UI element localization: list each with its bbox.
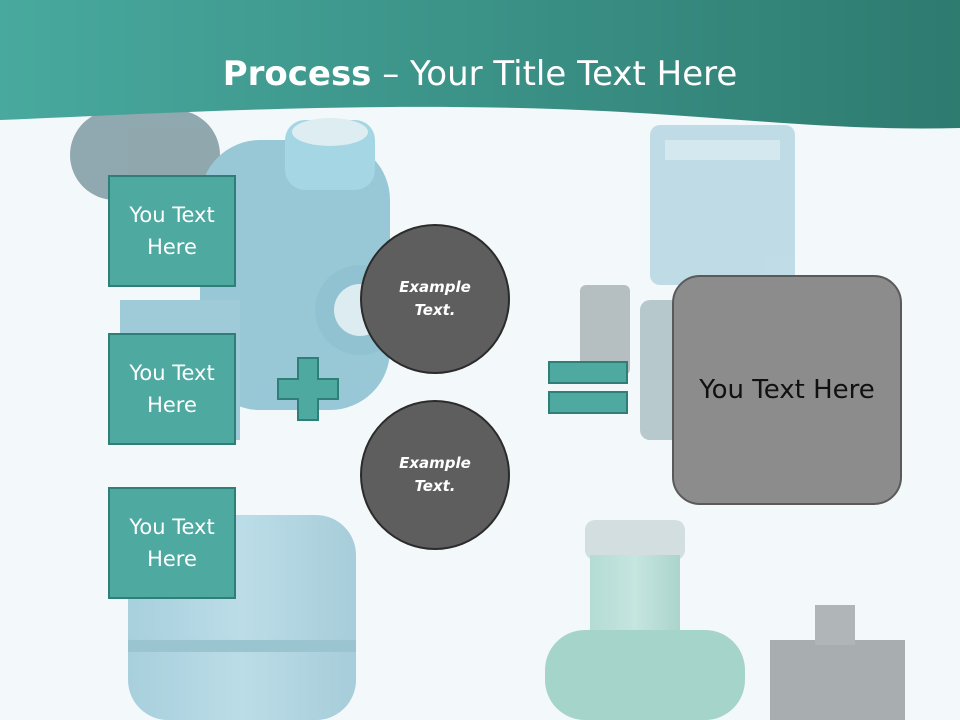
text-box-label: You Text Here bbox=[129, 515, 215, 571]
circle-label: Example Text. bbox=[399, 278, 471, 319]
circle-label: Example Text. bbox=[399, 454, 471, 495]
equals-icon bbox=[548, 361, 628, 414]
result-box[interactable]: You Text Here bbox=[672, 275, 902, 505]
title-rest: – Your Title Text Here bbox=[371, 54, 738, 94]
text-box-3[interactable]: You Text Here bbox=[108, 487, 236, 599]
text-box-label: You Text Here bbox=[129, 361, 215, 417]
header-band bbox=[0, 0, 960, 129]
text-box-label: You Text Here bbox=[129, 203, 215, 259]
text-box-1[interactable]: You Text Here bbox=[108, 175, 236, 287]
example-circle-1[interactable]: Example Text. bbox=[360, 224, 510, 374]
result-label: You Text Here bbox=[699, 375, 875, 405]
example-circle-2[interactable]: Example Text. bbox=[360, 400, 510, 550]
title-bold: Process bbox=[222, 54, 372, 94]
plus-icon bbox=[277, 357, 339, 421]
slide-title: Process – Your Title Text Here bbox=[0, 52, 960, 96]
text-box-2[interactable]: You Text Here bbox=[108, 333, 236, 445]
